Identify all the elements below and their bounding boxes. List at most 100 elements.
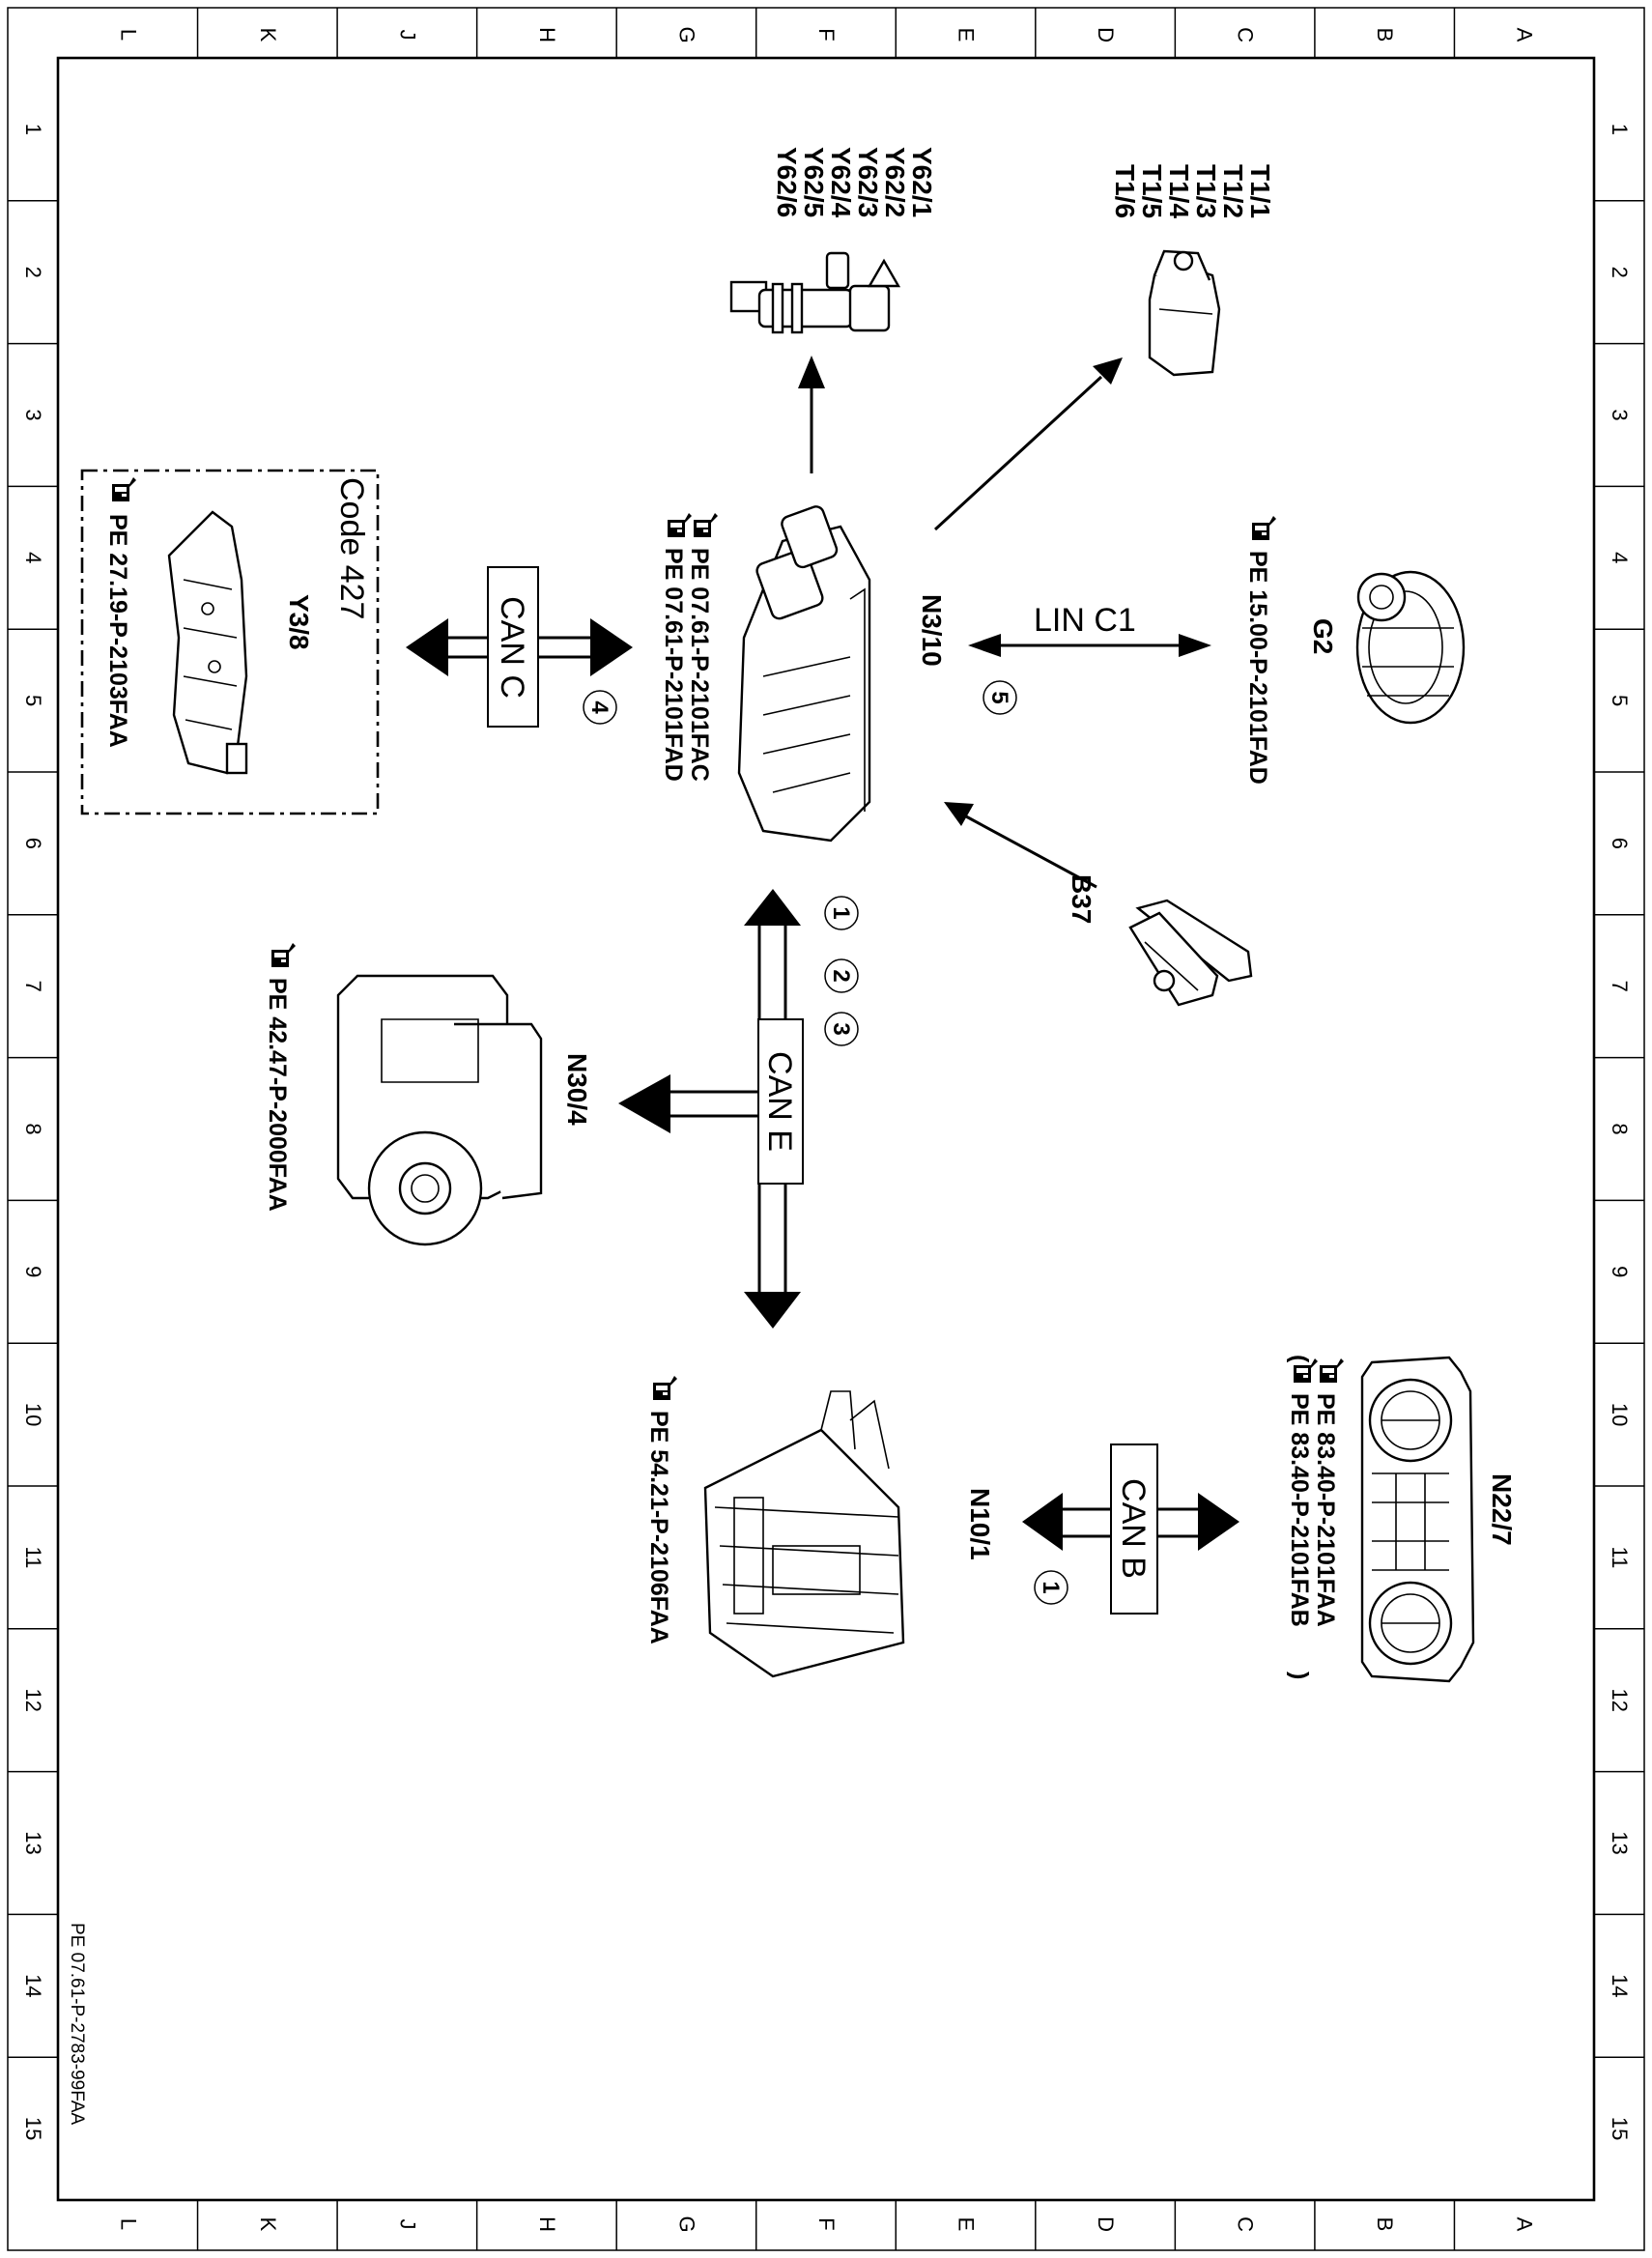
alternator-icon xyxy=(1355,570,1466,725)
grid-letter-bottom: D xyxy=(1094,2216,1118,2232)
y62-injector: Y62/1 Y62/2 Y62/3 Y62/4 Y62/5 Y62/6 xyxy=(729,147,937,334)
grid-number-right: 10 xyxy=(1608,1403,1632,1426)
g2-alternator: G2 PE 15.00-P-2101FAD xyxy=(1244,516,1466,785)
n10-1-label: N10/1 xyxy=(965,1488,995,1560)
can-c-label: CAN C xyxy=(494,596,530,699)
sam-unit-icon xyxy=(703,1390,905,1678)
grid-letter-top: C xyxy=(1234,27,1258,43)
grid-letter-top: J xyxy=(395,30,419,41)
n22-7-ref-2-close: ) xyxy=(1286,1672,1313,1679)
can-b-marker: 1 xyxy=(1038,1581,1064,1593)
grid-number-left: 14 xyxy=(21,1974,45,1997)
grid-number-left: 8 xyxy=(21,1123,45,1134)
grid-number-right: 5 xyxy=(1608,695,1632,706)
grid-number-left: 11 xyxy=(21,1546,45,1568)
y62-label-3: Y62/3 xyxy=(853,147,883,217)
g2-ref: PE 15.00-P-2101FAD xyxy=(1244,551,1271,785)
pedal-sensor-icon xyxy=(1128,899,1253,1007)
pointing-hand-icon xyxy=(271,943,296,967)
can-e-bus: CAN E 1 2 3 xyxy=(618,889,859,1329)
t1-label-3: T1/3 xyxy=(1191,164,1221,218)
y62-label-2: Y62/2 xyxy=(880,147,910,217)
grid-number-right: 14 xyxy=(1608,1974,1632,1997)
pointing-hand-icon xyxy=(668,513,692,537)
grid-number-right: 6 xyxy=(1608,838,1632,849)
pointing-hand-icon xyxy=(694,513,718,537)
esp-unit-icon xyxy=(336,974,543,1246)
grid-number-right: 3 xyxy=(1608,409,1632,420)
t1-label-2: T1/2 xyxy=(1218,164,1248,218)
grid-letter-top: D xyxy=(1094,27,1118,43)
n3-10-control-unit: N3/10 PE 07.61-P-2101FAC PE 07.61-P-2101… xyxy=(660,505,947,843)
t1-label-5: T1/5 xyxy=(1137,164,1167,218)
n3-10-label: N3/10 xyxy=(917,594,947,667)
y3-8-label: Y3/8 xyxy=(284,594,314,650)
n30-4-ref: PE 42.47-P-2000FAA xyxy=(264,978,291,1212)
grid-letter-top: E xyxy=(954,28,979,43)
grid-number-left: 7 xyxy=(21,981,45,992)
can-e-label: CAN E xyxy=(761,1051,798,1152)
grid-number-left: 13 xyxy=(21,1831,45,1854)
n10-1-ref: PE 54.21-P-2106FAA xyxy=(645,1411,672,1644)
grid-letter-top: A xyxy=(1513,28,1537,43)
grid-letter-top: H xyxy=(535,27,559,43)
y62-label-5: Y62/5 xyxy=(799,147,829,217)
grid-letter-top: F xyxy=(814,28,839,41)
b37-label: B37 xyxy=(1067,874,1097,924)
grid-number-left: 4 xyxy=(21,552,45,563)
n3-10-ref-1: PE 07.61-P-2101FAC xyxy=(686,548,713,782)
control-unit-icon xyxy=(737,505,871,843)
grid-number-right: 15 xyxy=(1608,2117,1632,2140)
t1-label-6: T1/6 xyxy=(1110,164,1140,218)
injector-icon xyxy=(729,251,901,334)
grid-letter-bottom: A xyxy=(1513,2217,1537,2232)
can-e-marker-1: 1 xyxy=(828,906,854,919)
grid-number-left: 3 xyxy=(21,409,45,420)
t1-label-1: T1/1 xyxy=(1245,164,1275,218)
pointing-hand-icon xyxy=(112,477,136,501)
grid-number-left: 12 xyxy=(21,1688,45,1711)
grid-number-left: 1 xyxy=(21,124,45,135)
grid-number-right: 4 xyxy=(1608,552,1632,563)
grid-number-left: 10 xyxy=(21,1403,45,1426)
valve-body-icon xyxy=(167,510,248,775)
arrow-from-b37 xyxy=(944,802,1097,889)
grid-letter-bottom: B xyxy=(1373,2217,1397,2232)
n22-7-ref-1: PE 83.40-P-2101FAA xyxy=(1312,1393,1339,1627)
grid-letter-bottom: H xyxy=(535,2216,559,2232)
grid-letter-top: L xyxy=(116,29,140,41)
b37-sensor: B37 xyxy=(1067,874,1253,1007)
arrow-to-t1 xyxy=(933,357,1123,531)
grid-letter-bottom: J xyxy=(395,2219,419,2230)
n22-7-ref-2-open: ( xyxy=(1286,1355,1313,1363)
n22-7-label: N22/7 xyxy=(1487,1473,1517,1546)
y62-label-1: Y62/1 xyxy=(907,147,937,217)
y3-8-ref: PE 27.19-P-2103FAA xyxy=(104,514,131,748)
grid-number-right: 1 xyxy=(1608,124,1632,135)
grid-number-left: 9 xyxy=(21,1266,45,1277)
t1-ignition-coil: T1/1 T1/2 T1/3 T1/4 T1/5 T1/6 xyxy=(1110,164,1275,377)
n22-7-ref-2: PE 83.40-P-2101FAB xyxy=(1286,1393,1313,1627)
grid-number-left: 6 xyxy=(21,838,45,849)
grid-letter-top: B xyxy=(1373,28,1397,43)
grid-letter-top: K xyxy=(256,28,280,43)
climate-panel-icon xyxy=(1360,1356,1475,1683)
arrow-to-y62 xyxy=(798,356,825,473)
grid-number-right: 12 xyxy=(1608,1688,1632,1711)
grid-number-right: 13 xyxy=(1608,1831,1632,1854)
grid-number-right: 11 xyxy=(1608,1546,1632,1568)
grid-number-left: 2 xyxy=(21,267,45,278)
grid-letter-bottom: E xyxy=(954,2217,979,2232)
n3-10-ref-2: PE 07.61-P-2101FAD xyxy=(660,548,687,782)
grid-letter-bottom: L xyxy=(116,2218,140,2230)
document-reference: PE 07.61-P-2783-99FAA xyxy=(67,1923,87,2125)
g2-label: G2 xyxy=(1308,618,1338,654)
lin-c1-marker: 5 xyxy=(986,691,1012,703)
pointing-hand-icon xyxy=(1320,1358,1344,1383)
can-c-marker: 4 xyxy=(586,700,612,714)
grid-letter-top: G xyxy=(674,26,698,43)
grid-number-left: 15 xyxy=(21,2117,45,2140)
n22-7-climate-panel: N22/7 PE 83.40-P-2101FAA ( PE 83.40-P-21… xyxy=(1286,1355,1517,1683)
